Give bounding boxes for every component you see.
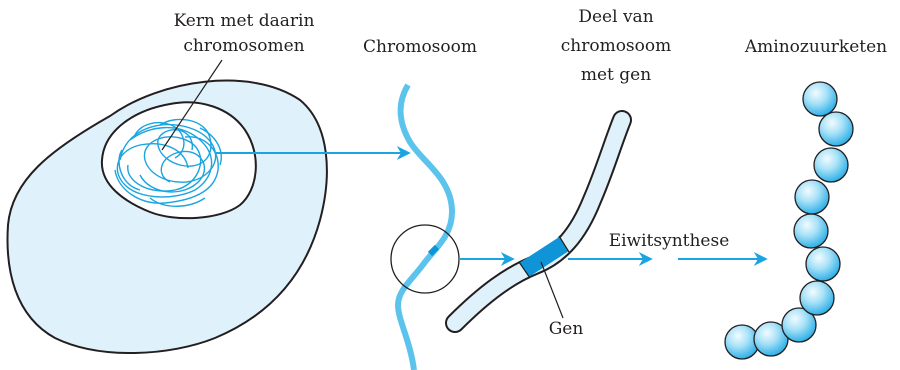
label-gene: Gen: [549, 319, 584, 339]
amino-acid-bead: [794, 214, 828, 248]
label-part-line3: met gen: [581, 65, 651, 85]
amino-acid-bead: [795, 180, 829, 214]
amino-acid-bead: [806, 247, 840, 281]
label-amino-chain: Aminozuurketen: [744, 37, 887, 57]
amino-acid-bead: [803, 82, 837, 116]
chromosome-part: [455, 120, 622, 323]
label-nucleus-line2: chromosomen: [183, 36, 304, 56]
label-protein-synthesis: Eiwitsynthese: [609, 231, 730, 251]
label-nucleus-line1: Kern met daarin: [174, 11, 315, 31]
amino-acid-chain: [725, 82, 853, 359]
amino-acid-bead: [819, 112, 853, 146]
gene-label-leader: [541, 262, 563, 318]
label-part-line1: Deel van: [578, 7, 653, 27]
label-part-line2: chromosoom: [561, 36, 672, 56]
gene-band: [524, 244, 564, 270]
amino-acid-bead: [814, 148, 848, 182]
label-chromosome: Chromosoom: [363, 37, 477, 57]
chromosome-strand: [398, 85, 452, 370]
amino-acid-bead: [800, 281, 834, 315]
